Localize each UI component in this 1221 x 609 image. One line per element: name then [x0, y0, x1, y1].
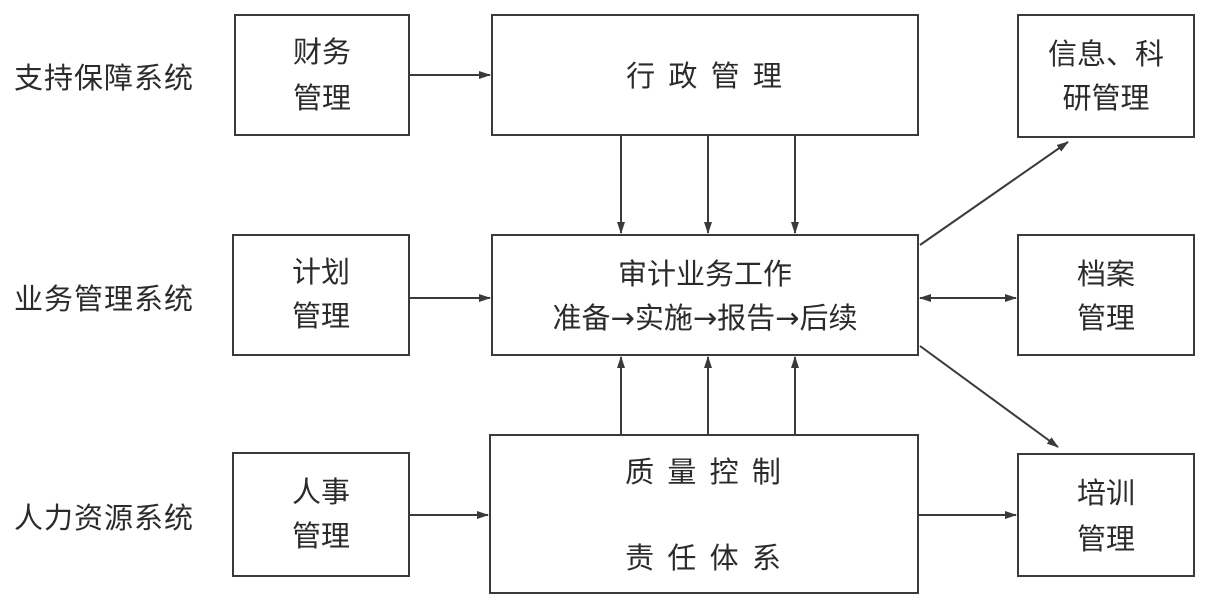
archive-management-line1: 档案 — [1076, 257, 1135, 291]
quality-control-box: 质 量 控 制 责 任 体 系 — [489, 434, 919, 594]
personnel-management-box: 人事 管理 — [232, 452, 410, 577]
audit-work-flow: 准备→实施→报告→后续 — [552, 301, 858, 335]
research-management-box: 信息、科 研管理 — [1017, 14, 1195, 138]
finance-management-line2: 管理 — [292, 81, 351, 115]
row-label-hr: 人力资源系统 — [14, 501, 195, 535]
row-label-support: 支持保障系统 — [14, 61, 195, 95]
audit-work-box: 审计业务工作 准备→实施→报告→后续 — [491, 234, 919, 356]
quality-control-line1: 质 量 控 制 — [625, 455, 783, 489]
quality-control-line2: 责 任 体 系 — [625, 541, 783, 575]
plan-management-line2: 管理 — [291, 299, 350, 333]
admin-management-label: 行 政 管 理 — [626, 59, 784, 93]
row-label-business: 业务管理系统 — [14, 282, 195, 316]
research-management-line1: 信息、科 — [1047, 37, 1164, 71]
plan-management-box: 计划 管理 — [232, 234, 410, 356]
arrow-audit-to-training — [919, 345, 1059, 448]
training-management-line2: 管理 — [1076, 522, 1135, 556]
personnel-management-line2: 管理 — [291, 519, 350, 553]
training-management-line1: 培训 — [1076, 476, 1135, 510]
admin-management-box: 行 政 管 理 — [491, 14, 919, 136]
finance-management-box: 财务 管理 — [234, 14, 410, 136]
training-management-box: 培训 管理 — [1017, 453, 1195, 577]
archive-management-box: 档案 管理 — [1017, 234, 1195, 356]
finance-management-line1: 财务 — [292, 35, 351, 69]
personnel-management-line1: 人事 — [291, 475, 350, 509]
arrow-audit-to-research — [919, 141, 1069, 246]
audit-work-title: 审计业务工作 — [617, 257, 792, 291]
plan-management-line1: 计划 — [291, 255, 350, 289]
archive-management-line2: 管理 — [1076, 301, 1135, 335]
research-management-line2: 研管理 — [1062, 81, 1150, 115]
